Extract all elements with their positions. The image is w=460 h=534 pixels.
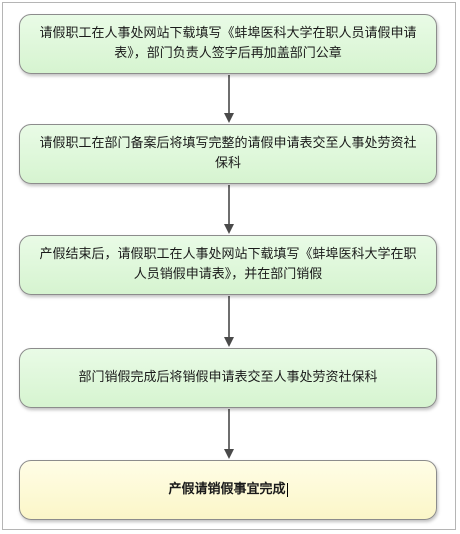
step-1-text: 请假职工在人事处网站下载填写《蚌埠医科大学在职人员请假申请表》，部门负责人签字后… (39, 26, 417, 61)
step-3-text: 产假结束后，请假职工在人事处网站下载填写《蚌埠医科大学在职人员销假申请表》，并在… (39, 247, 417, 282)
step-5-text: 产假请销假事宜完成 (168, 482, 286, 497)
step-4-text: 部门销假完成后将销假申请表交至人事处劳资社保科 (78, 370, 378, 385)
step-2-text: 请假职工在部门备案后将填写完整的请假申请表交至人事处劳资社保科 (39, 136, 417, 171)
step-5-process-complete: 产假请销假事宜完成 (19, 460, 437, 520)
step-4-submit-return-form: 部门销假完成后将销假申请表交至人事处劳资社保科 (19, 348, 437, 408)
step-1-download-leave-form: 请假职工在人事处网站下载填写《蚌埠医科大学在职人员请假申请表》，部门负责人签字后… (19, 14, 437, 74)
step-3-download-return-form: 产假结束后，请假职工在人事处网站下载填写《蚌埠医科大学在职人员销假申请表》，并在… (19, 235, 437, 295)
text-cursor (286, 483, 288, 497)
step-2-submit-leave-form: 请假职工在部门备案后将填写完整的请假申请表交至人事处劳资社保科 (19, 124, 437, 184)
